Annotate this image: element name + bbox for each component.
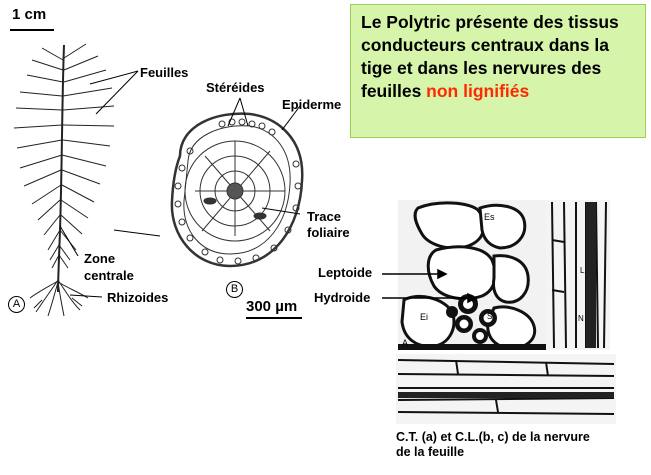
caption-line-1: C.T. (a) et C.L.(b, c) de la nervure bbox=[396, 430, 590, 444]
callout-text: Le Polytric présente des tissus conducte… bbox=[361, 12, 619, 101]
label-trace-foliaire-2: foliaire bbox=[307, 225, 350, 240]
label-epiderme: Epiderme bbox=[282, 97, 342, 112]
callout-box: Le Polytric présente des tissus conducte… bbox=[350, 4, 646, 138]
micro-letter-n: N bbox=[578, 314, 584, 323]
micrograph-cross-section bbox=[398, 200, 548, 350]
micro-letter-panel-a: A bbox=[402, 338, 409, 348]
label-leptoide: Leptoide bbox=[318, 265, 373, 280]
label-stereides: Stéréides bbox=[206, 80, 265, 95]
section-label-lines bbox=[227, 97, 301, 215]
micrograph-arrows bbox=[382, 268, 478, 304]
scale-label-section: 300 µm bbox=[246, 298, 298, 315]
micrograph-longitudinal-vertical bbox=[546, 200, 610, 350]
micro-letter-s: S bbox=[487, 312, 493, 321]
panel-letter-b: B bbox=[226, 281, 243, 298]
micro-letter-ei: Ei bbox=[420, 312, 429, 322]
micro-letter-l: L bbox=[580, 266, 585, 275]
callout-highlight: non lignifiés bbox=[426, 81, 530, 101]
scale-bar-plant bbox=[10, 29, 54, 31]
scale-label-plant: 1 cm bbox=[12, 6, 47, 23]
micro-letter-h: H bbox=[472, 295, 478, 304]
panel-letter-a: A bbox=[8, 296, 25, 313]
polytrichum-plant-drawing bbox=[13, 43, 115, 317]
micro-letter-es: Es bbox=[484, 212, 495, 222]
label-trace-foliaire-1: Trace bbox=[307, 209, 341, 224]
stem-cross-section-drawing bbox=[170, 112, 304, 268]
micrograph-longitudinal-horizontal bbox=[396, 354, 616, 424]
caption-line-2: de la feuille bbox=[396, 445, 465, 459]
scale-bar-section bbox=[246, 317, 302, 319]
label-feuilles: Feuilles bbox=[140, 65, 189, 80]
label-hydroide: Hydroide bbox=[314, 290, 371, 305]
label-zone-centrale-2: centrale bbox=[84, 268, 134, 283]
label-zone-centrale-1: Zone bbox=[84, 251, 116, 266]
plant-label-lines bbox=[59, 70, 161, 298]
label-rhizoides: Rhizoides bbox=[107, 290, 169, 305]
figure-caption: C.T. (a) et C.L.(b, c) de la nervure de … bbox=[396, 430, 646, 460]
